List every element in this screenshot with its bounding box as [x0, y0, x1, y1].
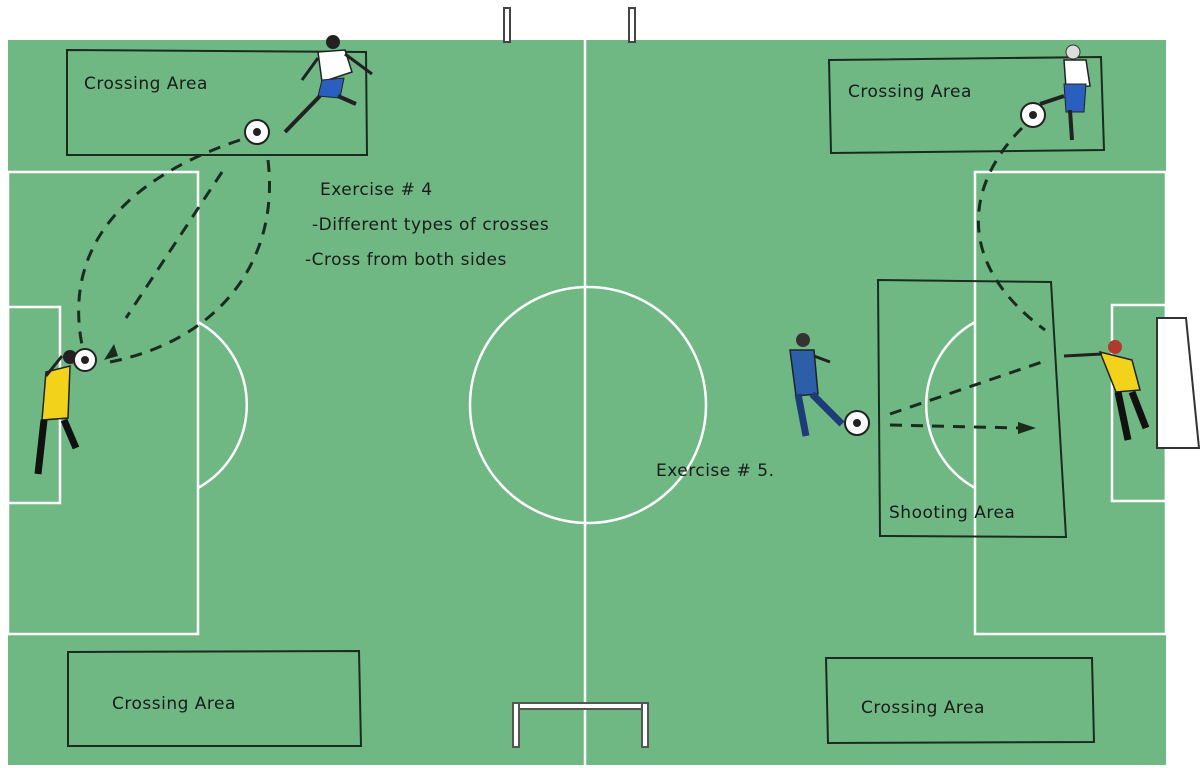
ball-icon [74, 349, 96, 371]
exercise5-title: Exercise # 5. [656, 461, 775, 481]
label-crossing-top-right: Crossing Area [848, 82, 972, 102]
top-goal [504, 8, 635, 42]
exercise4-title: Exercise # 4 [320, 180, 433, 200]
pitch [8, 40, 1166, 765]
exercise4-note-2: -Cross from both sides [305, 250, 507, 270]
label-shooting-area: Shooting Area [889, 503, 1015, 523]
right-goal [1157, 318, 1199, 448]
ball-icon [245, 120, 269, 144]
label-crossing-top-left: Crossing Area [84, 74, 208, 94]
ball-icon [1021, 103, 1045, 127]
label-crossing-bottom-right: Crossing Area [861, 698, 985, 718]
ball-icon [845, 411, 869, 435]
label-crossing-bottom-left: Crossing Area [112, 694, 236, 714]
exercise4-note-1: -Different types of crosses [312, 215, 549, 235]
